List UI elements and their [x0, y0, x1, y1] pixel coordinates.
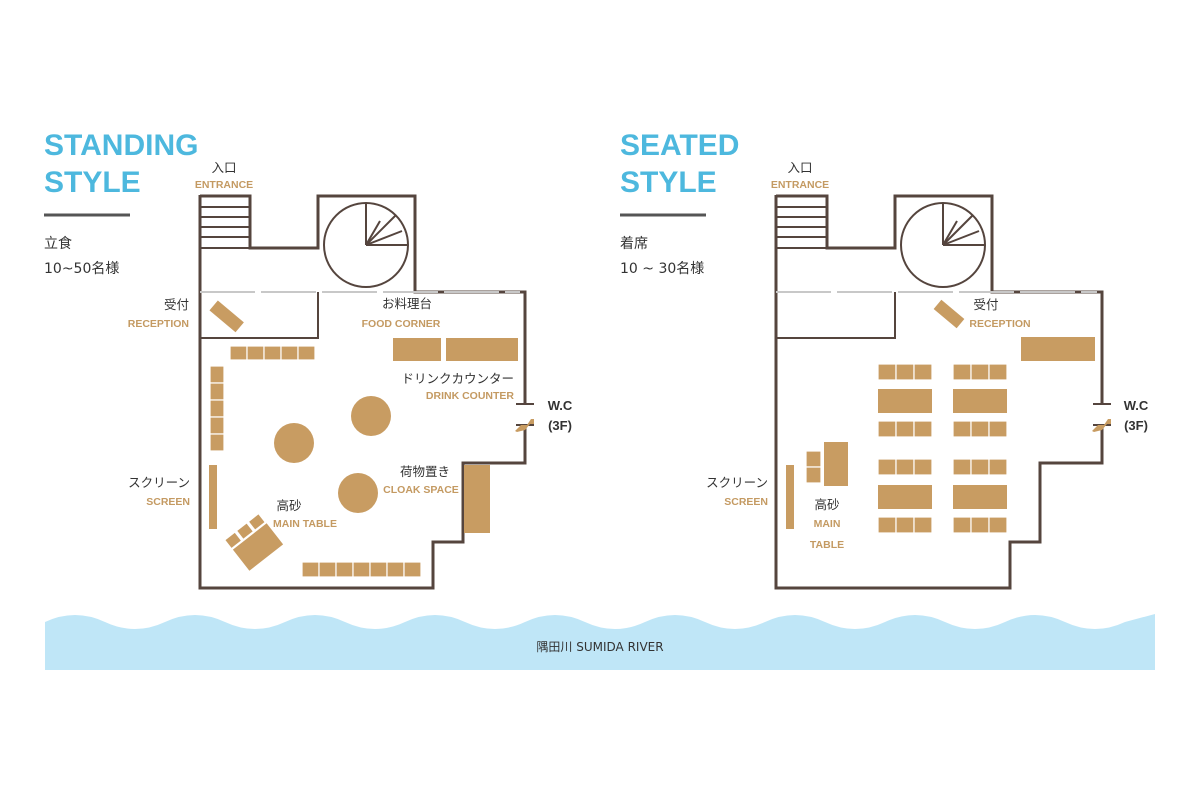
seated-reception-en: RECEPTION: [969, 318, 1030, 330]
standing-left-chairs: [209, 365, 225, 452]
standing-food-jp: お料理台: [382, 296, 432, 311]
seated-table-group: [952, 458, 1008, 534]
standing-drink-jp: ドリンクカウンター: [401, 371, 514, 386]
seated-main-en-line1: MAIN: [814, 518, 841, 530]
seated-wc-label: W.C: [1124, 398, 1149, 413]
seated-plan: SEATED STYLE 着席 10 ~ 30名様 入口 ENTRANCE: [620, 129, 1149, 590]
seated-reception-desk: [933, 299, 965, 329]
seated-entrance-jp: 入口: [787, 160, 812, 175]
standing-outer-wall: [198, 195, 527, 590]
standing-reception-en: RECEPTION: [128, 318, 189, 330]
standing-style-jp: 立食: [44, 235, 72, 252]
seated-reception-wall: [776, 292, 896, 339]
standing-round-table: [338, 473, 378, 513]
standing-main-table: [223, 512, 285, 573]
standing-entrance-en: ENTRANCE: [195, 179, 253, 191]
standing-title-line1: STANDING: [44, 129, 198, 162]
seated-wc-stair-icon: [1092, 419, 1111, 432]
standing-round-table: [274, 423, 314, 463]
seated-table-group: [877, 458, 933, 534]
seated-spiral-stair-icon: [900, 202, 986, 288]
standing-cloak-en: CLOAK SPACE: [383, 484, 459, 496]
seated-outer-wall: [774, 195, 1104, 590]
standing-reception-desk: [209, 300, 244, 333]
standing-drink-en: DRINK COUNTER: [426, 390, 514, 402]
seated-title-line1: SEATED: [620, 129, 739, 162]
seated-screen-en: SCREEN: [724, 496, 768, 508]
standing-reception-wall: [200, 292, 319, 339]
standing-top-chairs: [229, 345, 316, 361]
standing-food-table: [446, 338, 518, 361]
standing-cloak-jp: 荷物置き: [400, 464, 450, 479]
standing-screen-en: SCREEN: [146, 496, 190, 508]
standing-reception-jp: 受付: [164, 297, 189, 312]
seated-table-group: [952, 363, 1008, 438]
seated-entrance-stairs: [776, 206, 827, 238]
seated-reception-jp: 受付: [973, 297, 998, 312]
seated-capacity: 10 ~ 30名様: [620, 261, 704, 277]
seated-screen-jp: スクリーン: [706, 475, 768, 490]
standing-plan: STANDING STYLE 立食 10~50名様 入口 ENTRANCE: [44, 129, 573, 590]
seated-counter: [1021, 337, 1095, 361]
seated-main-jp: 高砂: [814, 497, 839, 512]
standing-capacity: 10~50名様: [44, 261, 119, 277]
river-label: 隅田川 SUMIDA RIVER: [536, 640, 663, 654]
seated-title-line2: STYLE: [620, 166, 717, 199]
standing-main-en: MAIN TABLE: [273, 518, 337, 530]
seated-style-jp: 着席: [620, 236, 648, 252]
seated-entrance-en: ENTRANCE: [771, 179, 829, 191]
standing-round-table: [351, 396, 391, 436]
standing-entrance-jp: 入口: [211, 160, 236, 175]
standing-food-en: FOOD CORNER: [362, 318, 441, 330]
standing-title-line2: STYLE: [44, 166, 141, 199]
standing-wc-stair-icon: [515, 419, 534, 432]
seated-main-en-line2: TABLE: [810, 539, 844, 551]
standing-spiral-stair-icon: [323, 202, 409, 288]
seated-table-group: [877, 363, 933, 438]
standing-entrance-stairs: [200, 206, 250, 238]
seated-screen: [786, 465, 794, 529]
standing-wc-label: W.C: [548, 398, 573, 413]
standing-screen: [209, 465, 217, 529]
standing-food-table: [393, 338, 441, 361]
standing-wc-floor: (3F): [548, 418, 572, 433]
standing-cloak-space: [464, 465, 490, 533]
standing-screen-jp: スクリーン: [128, 475, 190, 490]
sumida-river: [45, 614, 1155, 670]
seated-wc-floor: (3F): [1124, 418, 1148, 433]
standing-bottom-chairs: [301, 561, 422, 578]
standing-main-jp: 高砂: [276, 498, 301, 513]
seated-main-table: [805, 442, 848, 486]
